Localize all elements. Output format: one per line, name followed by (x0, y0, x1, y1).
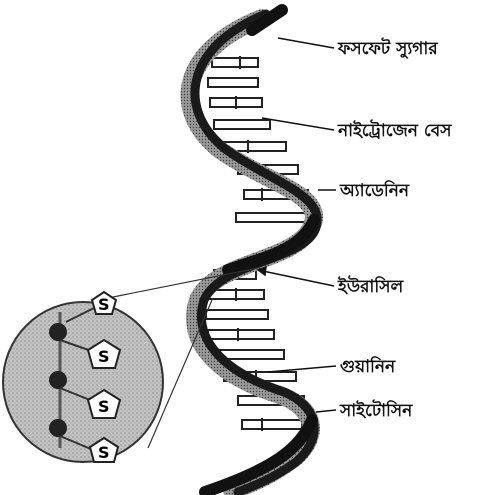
label-cytosine: সাইটোসিন (339, 399, 413, 421)
label-nitrogen-base: নাইট্রোজেন বেস (337, 119, 452, 141)
base-rung (206, 310, 268, 319)
phosphate-sphere (49, 419, 67, 437)
label-adenine: অ্যাডেনিন (339, 179, 410, 201)
sugar-symbol: S (98, 443, 110, 462)
label-uracil: ইউরাসিল (337, 275, 404, 297)
base-rung (236, 213, 306, 222)
label-guanine: গুয়ানিন (340, 355, 396, 377)
base-rung (242, 420, 302, 429)
sugar-symbol: S (98, 295, 110, 314)
sugar-symbol: S (98, 347, 110, 366)
base-rung (212, 58, 258, 67)
base-rung (208, 330, 274, 339)
base-rung (214, 120, 270, 129)
inset-circle (3, 302, 163, 462)
phosphate-sphere (49, 323, 67, 341)
sugar-symbol: S (98, 397, 110, 416)
base-rung (208, 78, 258, 87)
phosphate-sphere (49, 371, 67, 389)
label-phosphate-sugar: ফসফেট স্যুগার (337, 37, 438, 59)
